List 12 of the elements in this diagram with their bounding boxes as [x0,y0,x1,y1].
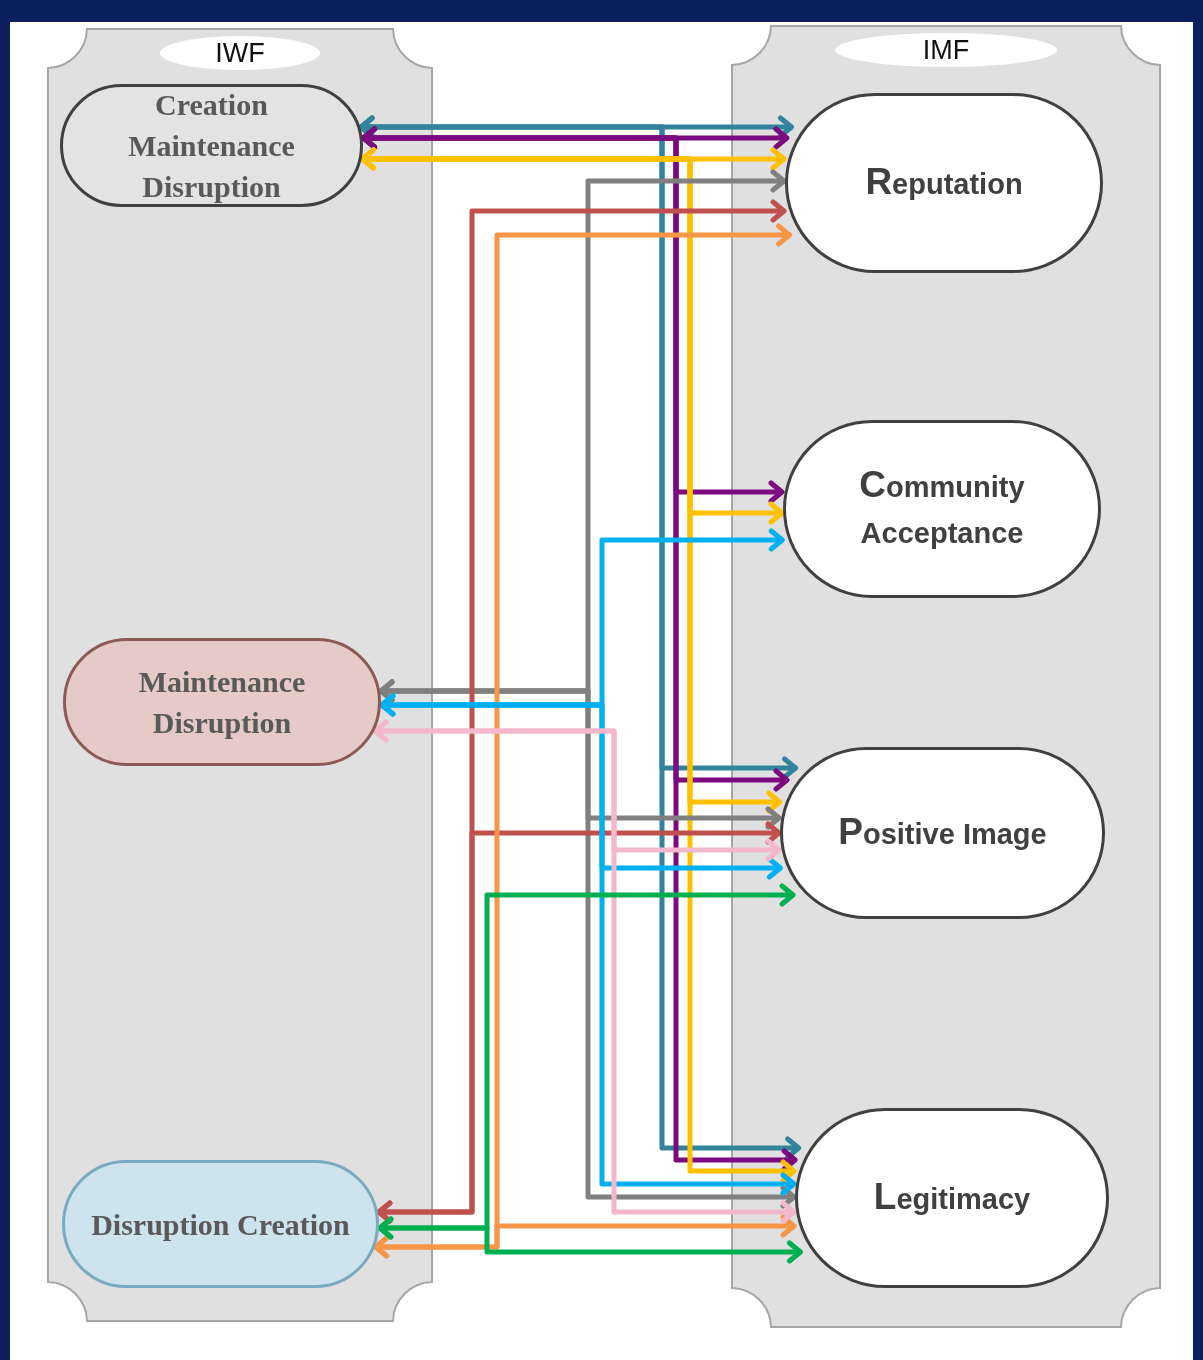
column-panel [47,28,433,1322]
node-label: Reputation [864,160,1024,204]
node-label: Maintenance Disruption [137,664,307,741]
node-label: Disruption Creation [90,1206,351,1243]
node-label: Positive Image [837,810,1048,854]
node-label: Legitimacy [872,1175,1032,1219]
node-label: Creation Maintenance Disruption [127,87,296,205]
column-panel [731,25,1161,1328]
double-arrow [373,1214,797,1259]
node-label: Community Acceptance [858,463,1026,551]
double-arrow [376,821,782,1224]
double-arrow [377,1216,803,1264]
